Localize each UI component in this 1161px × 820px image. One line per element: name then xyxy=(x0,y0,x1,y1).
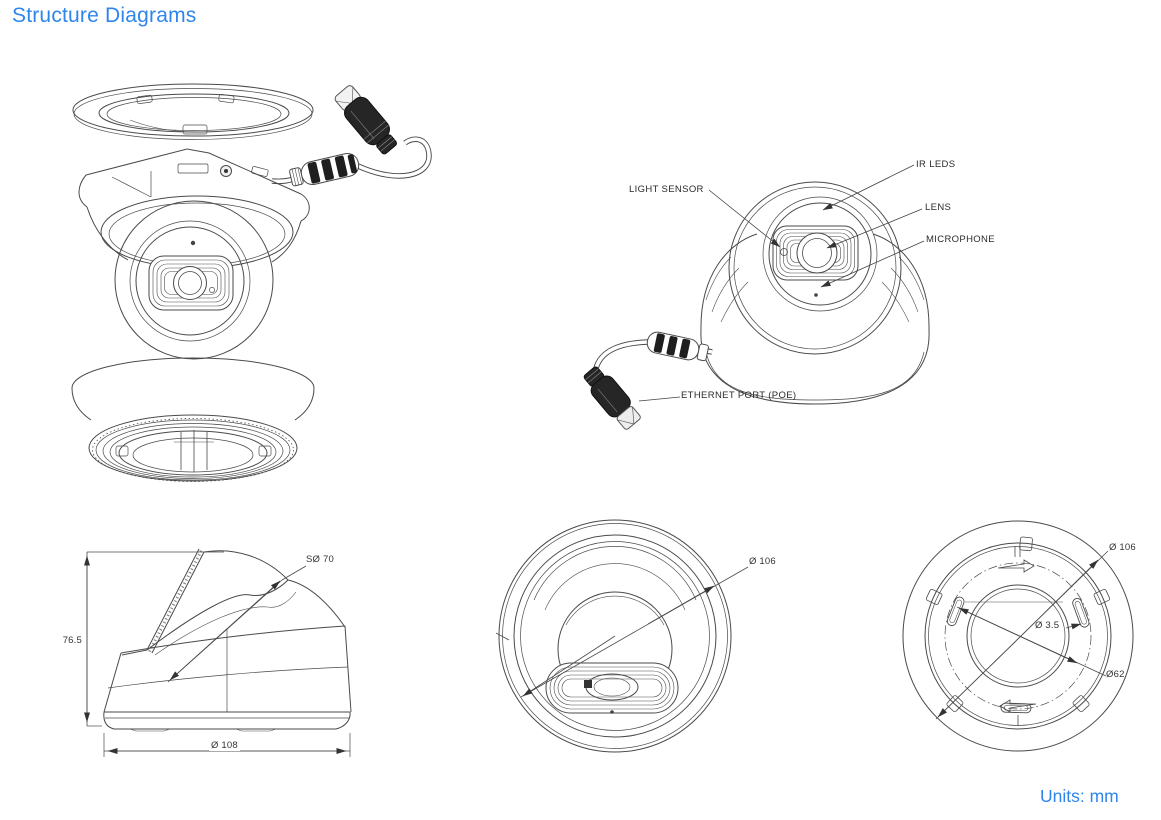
dim-mount-screw-hole: Ø 3.5 xyxy=(1035,620,1060,631)
units-note: Units: mm xyxy=(1040,786,1119,806)
screw-hole-dimension xyxy=(1065,623,1082,630)
side-view-drawing xyxy=(84,548,352,757)
poe-connector xyxy=(583,366,641,430)
dim-sphere-diameter: SØ 70 xyxy=(306,554,334,565)
camera-unit xyxy=(78,148,310,360)
label-ethernet-port: ETHERNET PORT (POE) xyxy=(681,390,797,401)
dim-height: 76.5 xyxy=(62,635,82,646)
dim-bottom-outer-diameter: Ø 106 xyxy=(749,556,776,567)
base-diameter-dimension xyxy=(103,733,351,757)
label-microphone: MICROPHONE xyxy=(926,234,995,245)
mount-view-drawing xyxy=(902,520,1134,752)
callout-leaders xyxy=(638,164,925,402)
label-ir-leds: IR LEDS xyxy=(916,159,956,170)
page-title: Structure Diagrams xyxy=(12,4,197,27)
bottom-view-drawing xyxy=(495,519,749,753)
mount-slots xyxy=(946,596,1090,714)
front-view-drawing xyxy=(583,164,930,430)
mount-outer-diameter-dimension xyxy=(935,550,1109,720)
label-lens: LENS xyxy=(925,202,952,213)
mounting-ring xyxy=(72,83,314,140)
cable-boot xyxy=(289,152,360,187)
outer-diameter-dimension xyxy=(520,566,749,698)
cable-boot xyxy=(646,331,709,362)
poe-cable-connector xyxy=(271,85,432,187)
height-dimension xyxy=(84,551,224,727)
dim-base-diameter: Ø 108 xyxy=(209,740,240,751)
mount-inner-diameter-dimension xyxy=(956,606,1107,677)
dim-mount-outer-diameter: Ø 106 xyxy=(1109,542,1136,553)
dim-mount-inner-diameter: Ø62 xyxy=(1106,669,1125,680)
bottom-cover xyxy=(71,357,315,482)
label-light-sensor: LIGHT SENSOR xyxy=(629,184,704,195)
sphere-dimension xyxy=(167,565,307,683)
exploded-view-drawing xyxy=(71,83,432,482)
